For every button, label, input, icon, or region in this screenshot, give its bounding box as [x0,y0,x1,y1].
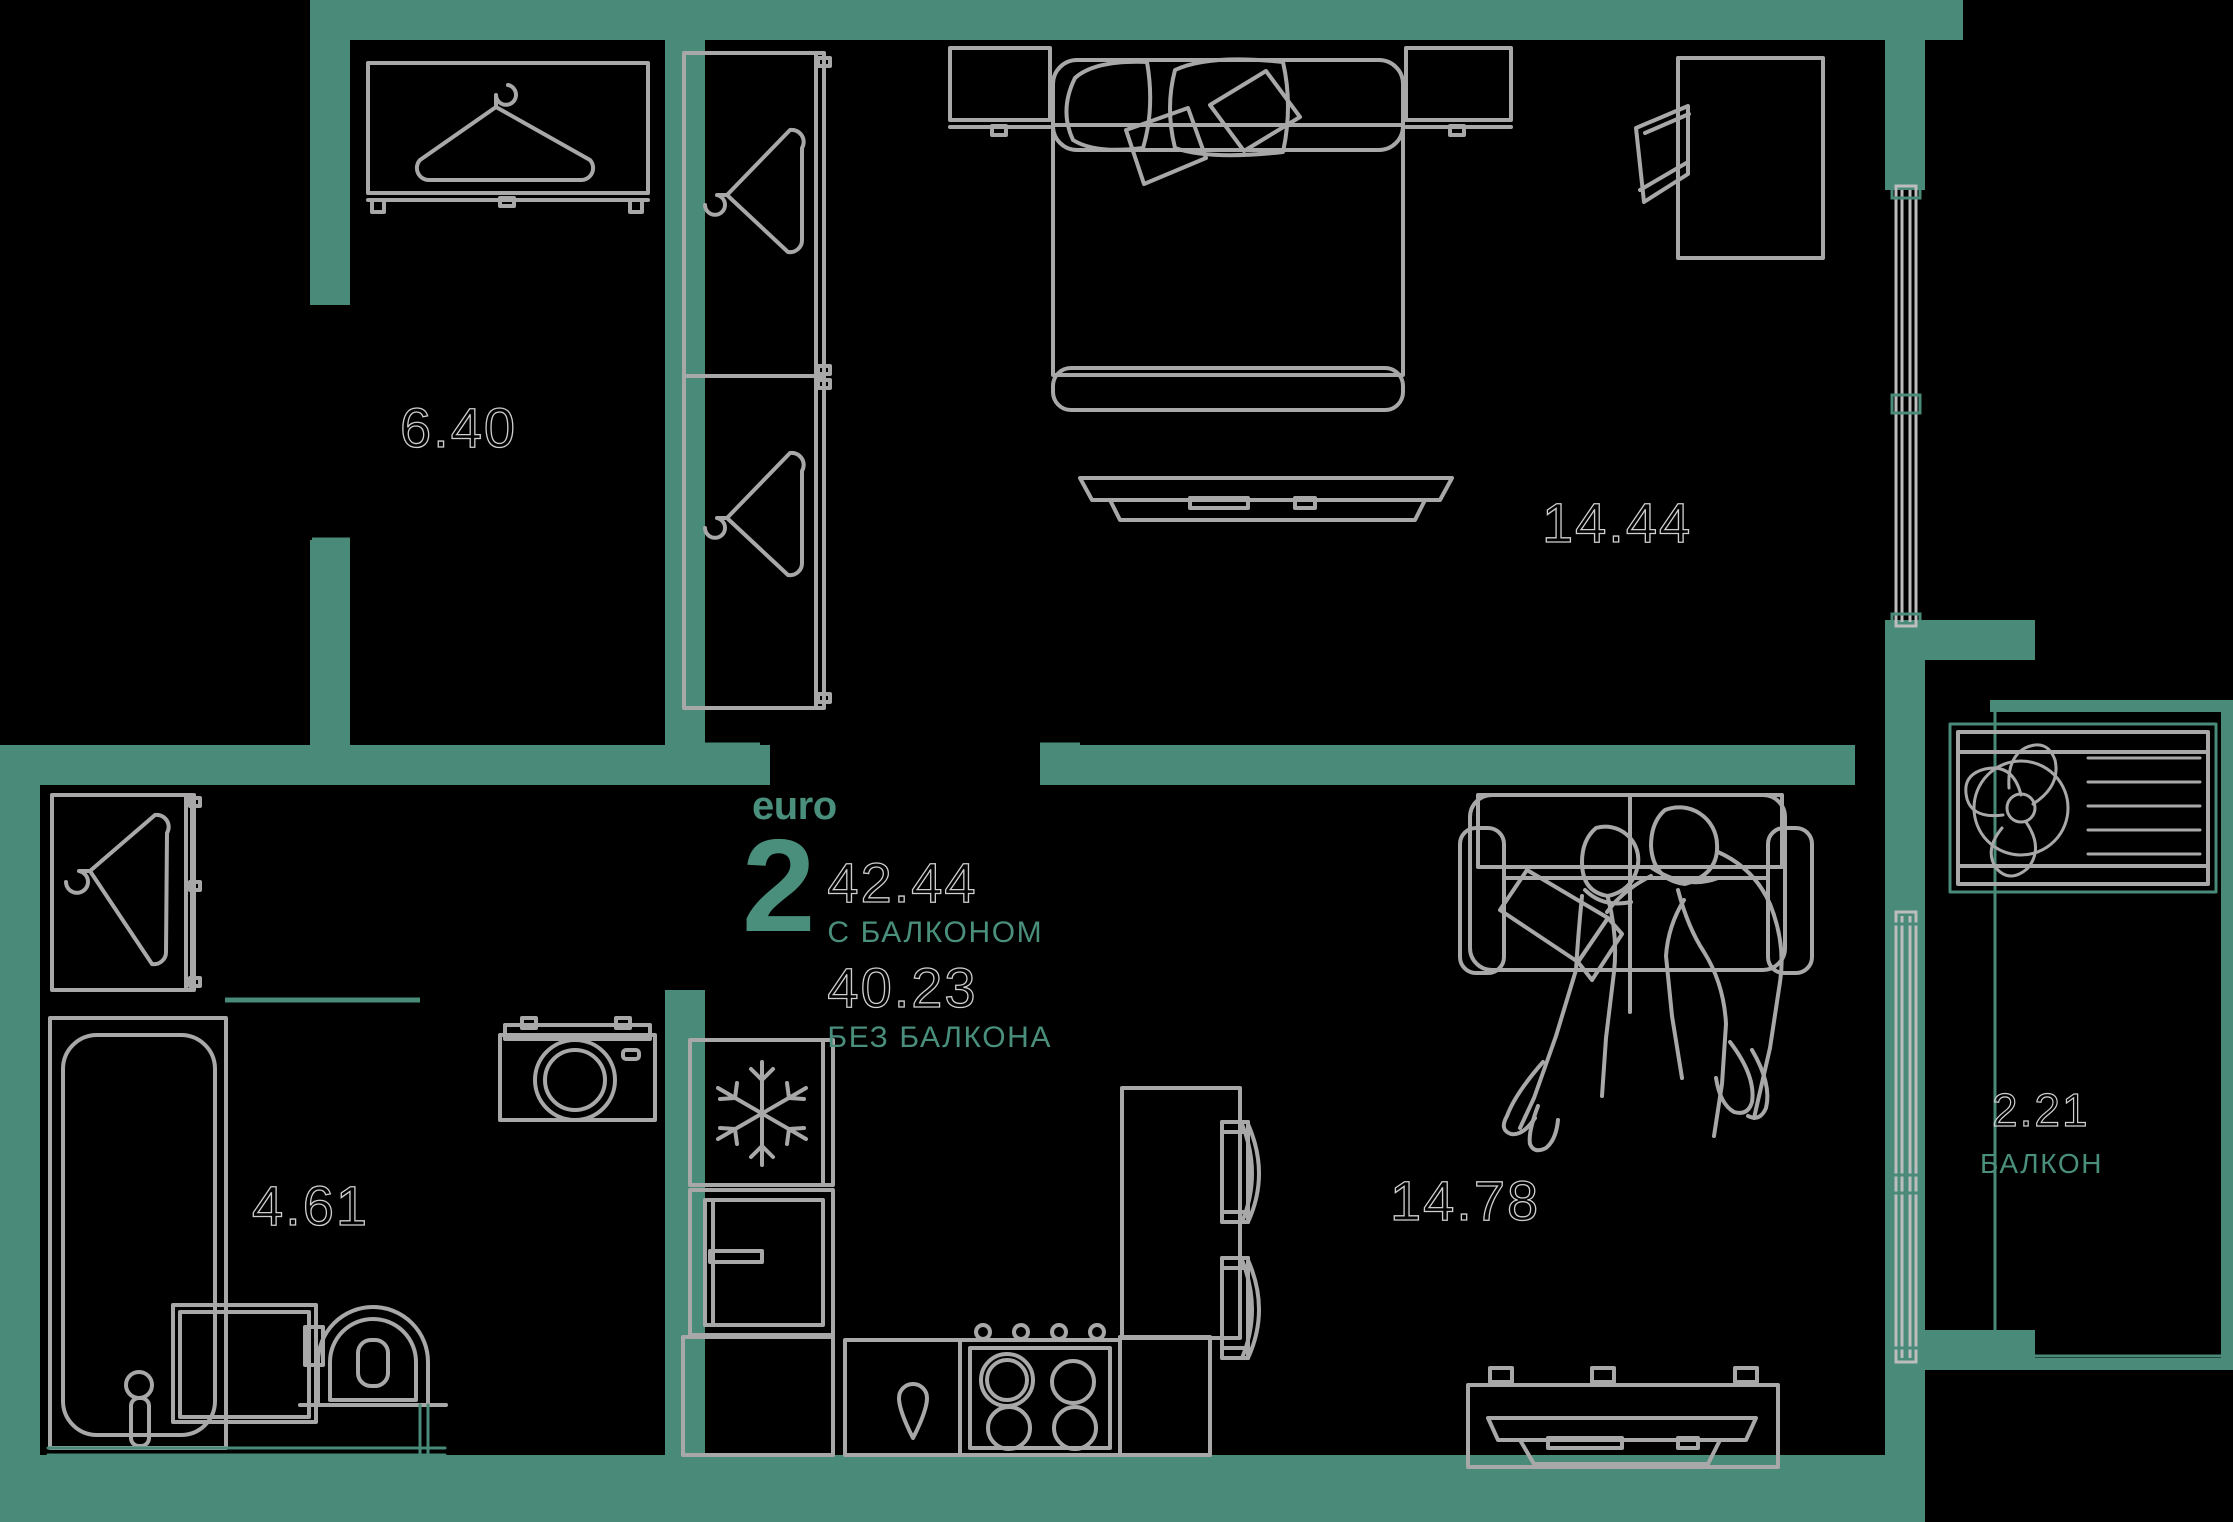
washing-machine-icon [498,1016,657,1122]
tall-wardrobe-hangers-icon [682,51,832,710]
window-bedroom-right [1890,178,1922,634]
sofa-with-two-people-icon [1458,793,1814,1153]
desk-chair-icon [1634,104,1691,204]
double-bed-with-pillows-icon [1051,57,1405,412]
door-openings [225,297,1080,1003]
ac-frame [1948,722,2218,894]
bathtub-icon [48,1016,228,1450]
kitchen-worktop [681,1323,1212,1457]
apartment-summary-badge: euro 2 42.44 С БАЛКОНОМ 40.23 БЕЗ БАЛКОН… [742,786,1052,1065]
tv-stand-living-room-icon [1466,1366,1780,1469]
area-with-balcony: 42.44 [827,851,978,914]
with-balcony-caption: С БАЛКОНОМ [827,915,1044,949]
euro-label: euro [752,784,837,828]
without-balcony-caption: БЕЗ БАЛКОНА [827,1021,1053,1055]
kitchen-cabinet-icon [688,1188,835,1337]
window-living-right [1890,904,1922,1368]
area-without-balcony: 40.23 [827,956,978,1020]
wardrobe-shelf-hanger-icon [366,61,650,214]
rooms-count: 2 [742,812,816,959]
balcony-railing [1993,704,2227,1358]
tall-cabinet-with-chairs-icon [1120,1086,1261,1360]
tv-stand-bedroom-icon [1078,476,1454,522]
balcony-caption: БАЛКОН [1980,1148,2104,1179]
shower-hanger-icon [50,793,202,992]
balcony-area: 2.21 [1991,1083,2090,1136]
nightstand-right-icon [1404,46,1513,137]
nightstand-left-icon [948,46,1052,137]
refrigerator-icon [688,1038,835,1187]
fan-icon [1964,743,2070,878]
snowflake-icon [716,1060,808,1167]
kitchen-sink-icon [897,1382,929,1440]
cooktop-four-burner-icon [968,1323,1112,1451]
air-conditioner-unit-icon [1956,730,2210,886]
bathroom-baseboard [46,1403,447,1457]
desk-icon [1676,56,1825,260]
toilet-icon [298,1305,448,1407]
